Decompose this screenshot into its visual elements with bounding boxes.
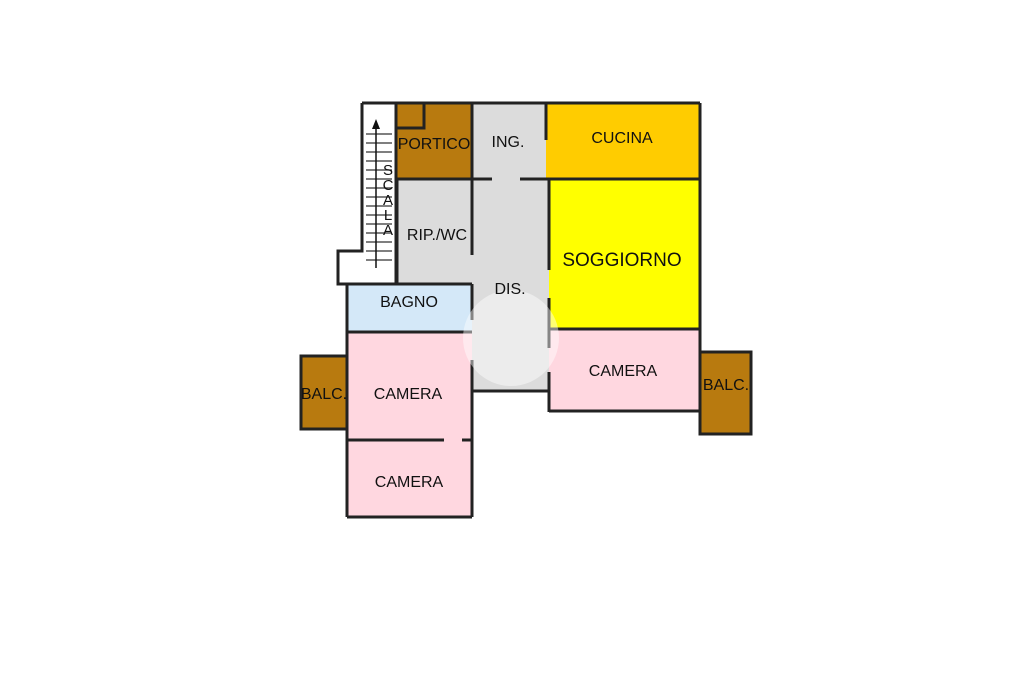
stair-arrow-icon — [372, 119, 380, 129]
stair-treads — [366, 133, 392, 261]
watermark-circle — [463, 290, 559, 386]
stair-area — [362, 103, 396, 283]
portico-area — [396, 103, 472, 179]
camera-right-area — [549, 329, 700, 411]
ripostiglio-wc-area — [397, 179, 472, 284]
ingresso-label: ING. — [492, 134, 525, 151]
stair-letter-a1: A — [383, 192, 393, 209]
camera-left-label: CAMERA — [374, 386, 443, 403]
soggiorno-area — [549, 179, 700, 329]
cucina-label: CUCINA — [591, 130, 653, 147]
walls — [299, 101, 753, 519]
cucina-area — [546, 103, 700, 179]
portico-label: PORTICO — [398, 136, 471, 153]
camera-left-area — [347, 332, 472, 440]
balcone-left-area — [301, 356, 347, 429]
stair-letter-l: L — [384, 207, 392, 224]
stair-letter-a2: A — [383, 222, 393, 239]
soggiorno-label: SOGGIORNO — [562, 250, 681, 271]
camera-bottom-area — [347, 440, 472, 517]
ingresso-area — [472, 103, 546, 179]
bagno-label: BAGNO — [380, 294, 438, 311]
ripostiglio-wc-label: RIP./WC — [407, 227, 467, 244]
camera-right-label: CAMERA — [589, 363, 658, 380]
camera-bottom-label: CAMERA — [375, 474, 444, 491]
balcone-right-label: BALC. — [703, 377, 749, 394]
stair-letter-c: C — [383, 177, 394, 194]
stair-letter-s: S — [383, 162, 393, 179]
balcone-left-label: BALC. — [301, 386, 347, 403]
disimpegno-label: DIS. — [494, 281, 525, 298]
bagno-area — [347, 284, 472, 332]
disimpegno-area — [472, 179, 549, 391]
balcone-right-area — [700, 352, 751, 434]
